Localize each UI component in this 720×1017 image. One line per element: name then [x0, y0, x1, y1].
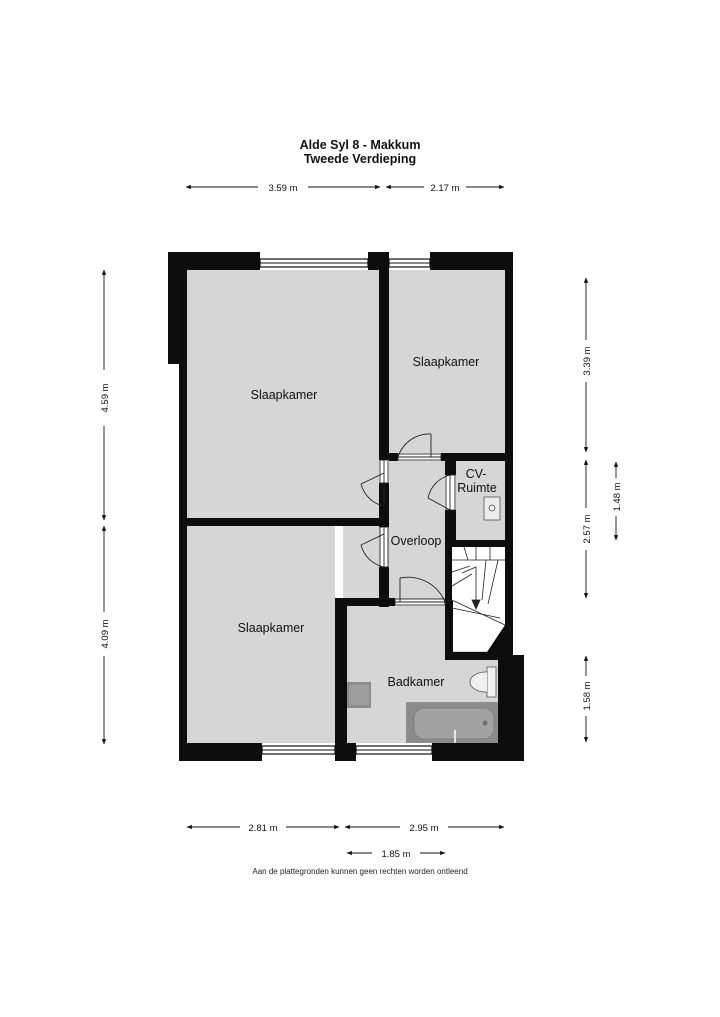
dim-right-lower: 1.58 m: [582, 681, 593, 710]
door-bathroom: [394, 576, 446, 606]
dim-bottom-right: 2.95 m: [409, 823, 438, 834]
door-bedroom-3: [360, 526, 389, 568]
room-label-bedroom-3: Slaapkamer: [238, 621, 305, 635]
dimension-lines: [101, 184, 619, 856]
dim-left-lower: 4.09 m: [100, 619, 111, 648]
room-label-bedroom-2: Slaapkamer: [413, 355, 480, 369]
doors: [360, 433, 456, 606]
room-label-landing: Overloop: [391, 534, 442, 548]
dim-bottom-left: 2.81 m: [248, 823, 277, 834]
room-label-bedroom-1: Slaapkamer: [251, 388, 318, 402]
bedroom-3-floor: [187, 526, 335, 743]
dim-top-right: 2.17 m: [430, 183, 459, 194]
floor-areas: [187, 270, 505, 743]
toilet-icon: [469, 666, 497, 698]
room-labels: Slaapkamer Slaapkamer Slaapkamer CV- Rui…: [238, 355, 497, 689]
floor-subtitle: Tweede Verdieping: [303, 152, 417, 166]
bedroom-2-floor: [389, 270, 505, 453]
fixtures: [347, 496, 501, 743]
room-label-cv-1: CV-: [466, 467, 487, 481]
dim-bottom-inner: 1.85 m: [381, 849, 410, 860]
plan-title: Alde Syl 8 - Makkum: [299, 138, 421, 152]
dim-right-middle: 2.57 m: [582, 514, 593, 543]
washbasin-icon: [347, 682, 371, 708]
boiler-icon: [483, 496, 501, 521]
room-label-bathroom: Badkamer: [388, 675, 445, 689]
windows: [259, 258, 433, 755]
door-bedroom-1: [360, 459, 389, 507]
bedroom-1-floor: [187, 270, 379, 518]
room-label-cv-2: Ruimte: [457, 481, 497, 495]
stair-area: [452, 547, 505, 651]
dimension-labels: 3.59 m 2.17 m 4.59 m 4.09 m 3.39 m 2.57 …: [100, 183, 623, 860]
dim-right-upper: 3.39 m: [582, 346, 593, 375]
dim-right-inner: 1.48 m: [612, 482, 623, 511]
door-bedroom-2: [397, 433, 442, 461]
disclaimer-text: Aan de plattegronden kunnen geen rechten…: [252, 867, 468, 876]
dim-left-upper: 4.59 m: [100, 383, 111, 412]
staircase: [451, 546, 506, 626]
bathtub-icon: [406, 702, 498, 743]
door-cv-room: [427, 474, 456, 511]
walls: [168, 252, 524, 761]
dim-top-left: 3.59 m: [268, 183, 297, 194]
